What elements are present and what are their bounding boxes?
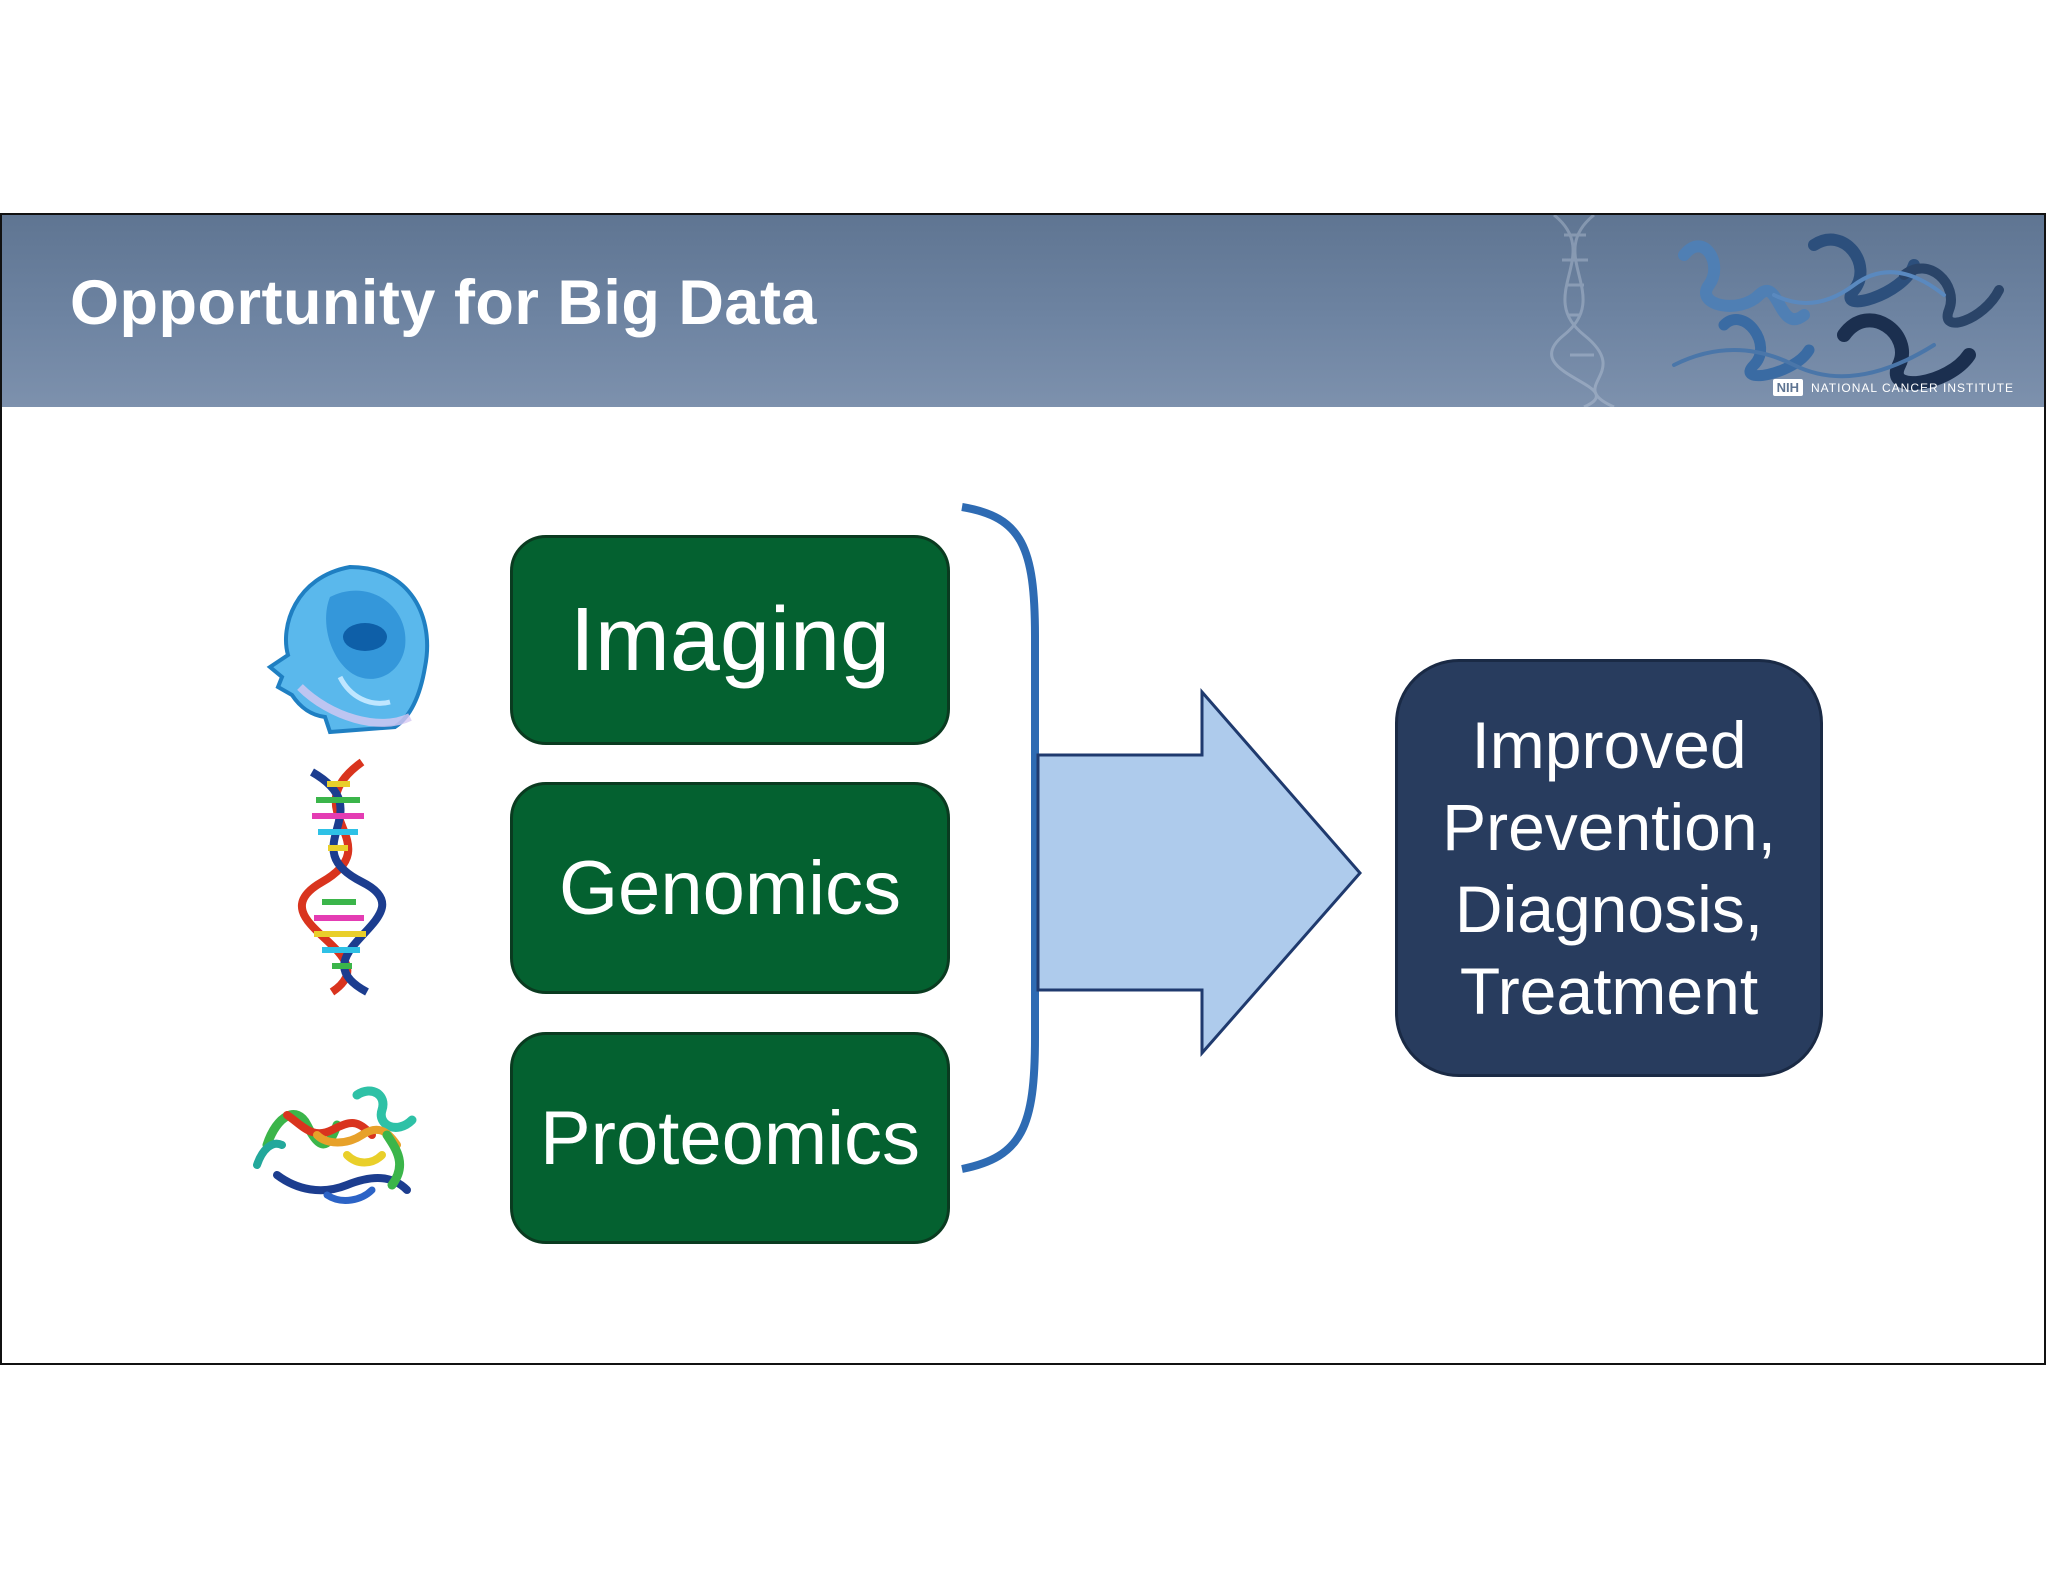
big-data-diagram: Imaging Genomics Proteomics Improved Pre… [2, 407, 2044, 1363]
outcome-line-4: Treatment [1459, 954, 1759, 1028]
result-arrow [1036, 688, 1362, 1057]
molecule-banner-art [1550, 215, 2004, 407]
institute-name: NATIONAL CANCER INSTITUTE [1810, 380, 2014, 395]
imaging-label: Imaging [569, 589, 891, 690]
proteomics-box: Proteomics [510, 1032, 950, 1244]
outcome-line-2: Prevention, [1442, 790, 1776, 864]
brain-scan-icon [266, 564, 430, 735]
proteomics-label: Proteomics [539, 1095, 921, 1181]
slide-title: Opportunity for Big Data [70, 268, 817, 338]
outcome-line-3: Diagnosis, [1454, 872, 1764, 946]
outcome-box: Improved Prevention, Diagnosis, Treatmen… [1395, 659, 1823, 1077]
imaging-box: Imaging [510, 535, 950, 745]
outcome-line-1: Improved [1471, 708, 1747, 782]
nci-logo: NIH NATIONAL CANCER INSTITUTE [1772, 379, 2014, 396]
genomics-box: Genomics [510, 782, 950, 994]
nih-badge: NIH [1772, 379, 1803, 396]
title-banner: Opportunity for Big Data [2, 215, 2044, 407]
diagram-graphics [253, 503, 1362, 1204]
grouping-bracket [961, 503, 1039, 1173]
slide: Opportunity for Big Data [0, 213, 2046, 1365]
genomics-label: Genomics [558, 845, 902, 931]
dna-helix-icon [297, 758, 387, 996]
protein-structure-icon [253, 1086, 417, 1204]
